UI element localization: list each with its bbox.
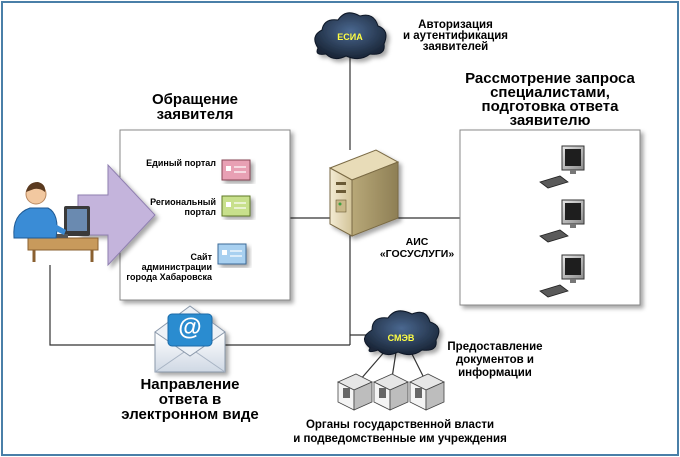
esia-caption-line-2: и аутентификация bbox=[402, 30, 508, 42]
email-at-symbol: @ bbox=[178, 314, 202, 341]
agencies-caption-line-2: и подведомственные им учреждения bbox=[293, 433, 507, 445]
review-title-line-3: подготовка ответа bbox=[481, 98, 619, 115]
portal-label-regional: Региональный портал bbox=[120, 197, 216, 217]
applicant-title: Обращение заявителя bbox=[135, 92, 255, 122]
agency-building-icon-2 bbox=[373, 373, 409, 411]
smev-caption-line-1: Предоставление bbox=[447, 341, 543, 353]
esia-cloud-icon bbox=[314, 12, 387, 60]
esia-caption-line-3: заявителей bbox=[422, 41, 489, 53]
response-caption-line-2: ответа в bbox=[158, 391, 222, 408]
response-caption: Направление ответа в электронном виде bbox=[110, 377, 270, 422]
portal-label-single-line-1: Единый портал bbox=[146, 158, 216, 168]
esia-caption-line-1: Авторизация bbox=[418, 19, 493, 31]
portal-card-regional[interactable] bbox=[221, 195, 251, 217]
portal-label-regional-line-2: портал bbox=[184, 207, 216, 217]
portal-card-city[interactable] bbox=[217, 243, 247, 265]
ais-label: АИС «ГОСУСЛУГИ» bbox=[362, 236, 472, 260]
ais-server-icon[interactable] bbox=[328, 149, 400, 237]
review-title: Рассмотрение запроса специалистами, подг… bbox=[440, 70, 660, 129]
esia-caption: Авторизация и аутентификация заявителей bbox=[388, 19, 523, 53]
response-caption-line-3: электронном виде bbox=[121, 406, 259, 423]
review-title-line-1: Рассмотрение запроса bbox=[465, 70, 635, 87]
smev-caption: Предоставление документов и информации bbox=[440, 341, 550, 380]
portal-card-single[interactable] bbox=[221, 159, 251, 181]
review-title-line-2: специалистами, bbox=[490, 84, 610, 101]
smev-caption-line-2: документов и bbox=[455, 354, 534, 366]
email-envelope-icon[interactable] bbox=[154, 305, 226, 373]
agency-building-icon-3 bbox=[409, 373, 445, 411]
esia-cloud-label: ЕСИА bbox=[337, 32, 363, 42]
portal-label-regional-line-1: Региональный bbox=[150, 197, 216, 207]
portal-label-single: Единый портал bbox=[120, 158, 216, 168]
agency-building-icon-1 bbox=[337, 373, 373, 411]
workstation-icon-3 bbox=[539, 254, 585, 298]
review-title-line-4: заявителю bbox=[509, 112, 591, 129]
smev-caption-line-3: информации bbox=[458, 367, 532, 379]
workstation-icon-1 bbox=[539, 145, 585, 189]
applicant-title-line-2: заявителя bbox=[156, 106, 234, 123]
smev-cloud-icon bbox=[364, 310, 440, 356]
review-panel bbox=[459, 129, 641, 306]
ais-label-line-1: АИС bbox=[405, 236, 429, 248]
portal-label-city-line-2: администрации bbox=[141, 262, 212, 272]
portal-label-city-line-3: города Хабаровска bbox=[126, 272, 212, 282]
portal-label-city: Сайт администрации города Хабаровска bbox=[116, 252, 212, 282]
smev-cloud-label: СМЭВ bbox=[387, 333, 415, 343]
ais-label-line-2: «ГОСУСЛУГИ» bbox=[379, 248, 455, 260]
workstation-icon-2 bbox=[539, 199, 585, 243]
agencies-caption: Органы государственной власти и подведом… bbox=[270, 418, 530, 446]
agencies-caption-line-1: Органы государственной власти bbox=[305, 419, 495, 431]
response-caption-line-1: Направление bbox=[140, 376, 240, 393]
applicant-person-icon bbox=[13, 182, 99, 262]
applicant-title-line-1: Обращение bbox=[151, 91, 239, 108]
portal-label-city-line-1: Сайт bbox=[190, 252, 212, 262]
